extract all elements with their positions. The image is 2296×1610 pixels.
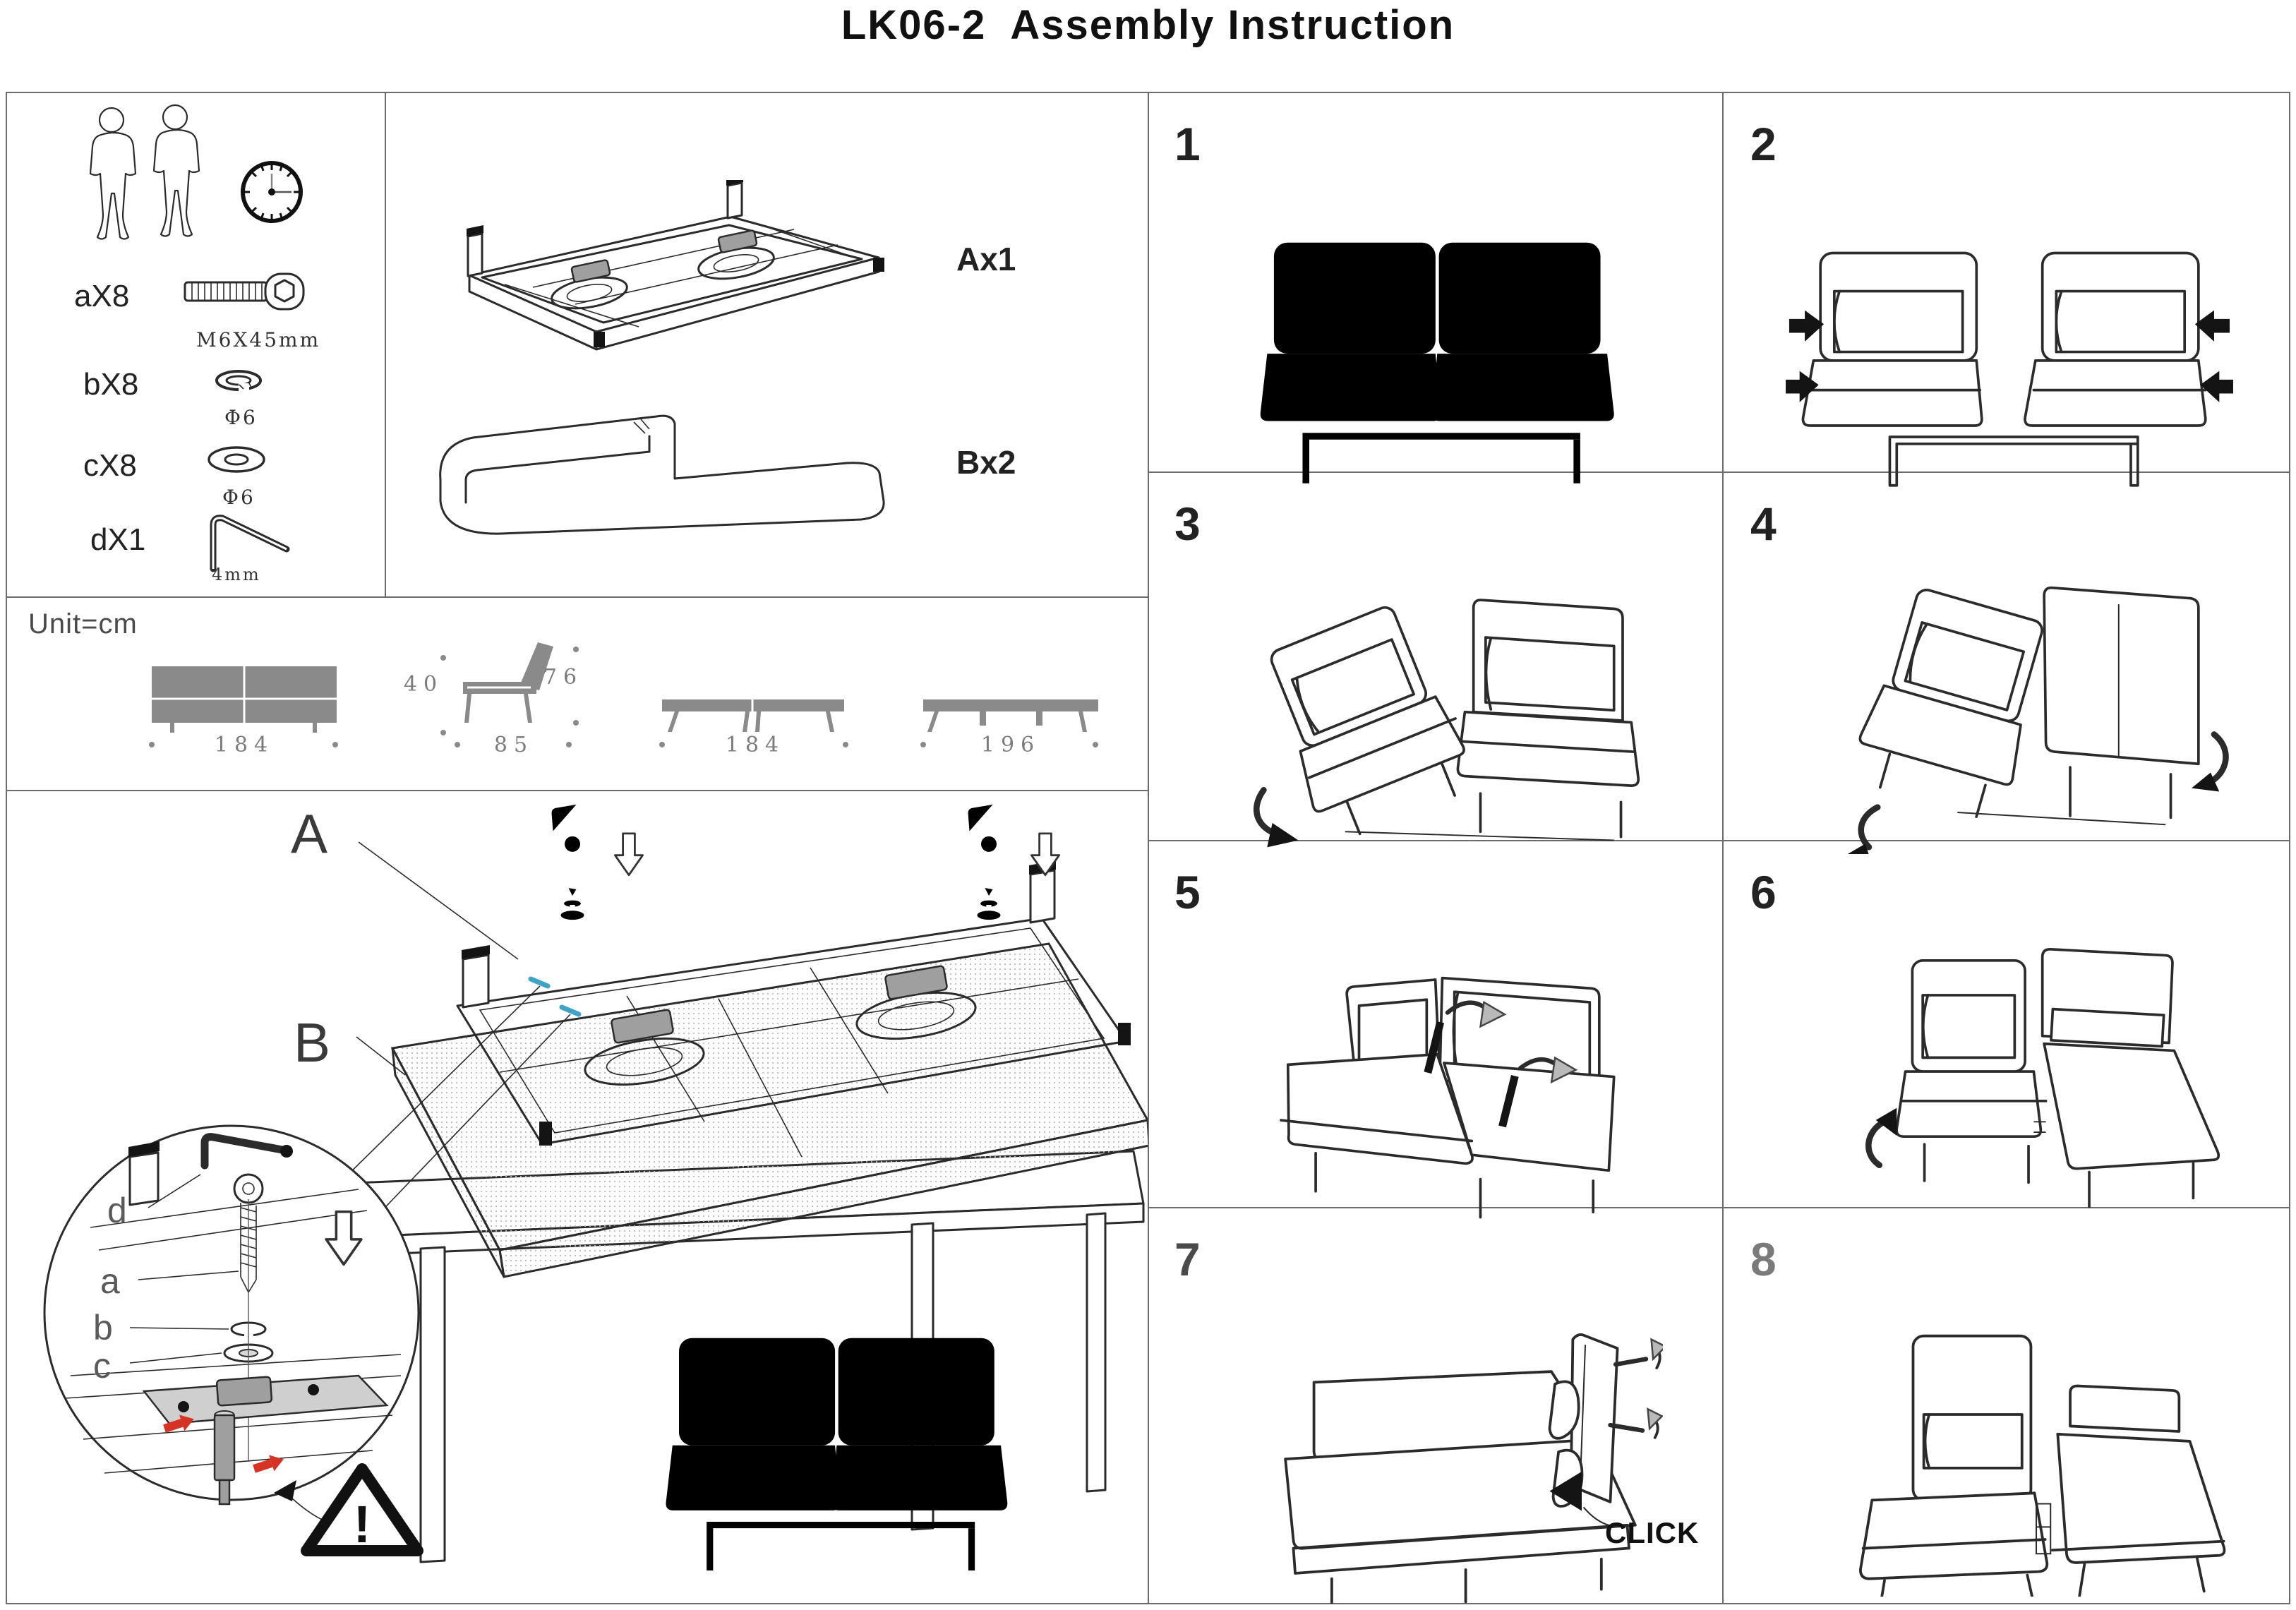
frame-illustration xyxy=(467,180,884,351)
part-d-label: dX1 xyxy=(90,522,146,557)
part-b-spec: Φ6 xyxy=(224,406,258,429)
step-4-cell: 4 xyxy=(1724,473,2290,854)
step-8-cell: 8 xyxy=(1724,1208,2290,1603)
step-4-illustration xyxy=(1847,586,2229,854)
step-7-number: 7 xyxy=(1174,1233,1201,1285)
divider-step-row3 xyxy=(1148,1207,2290,1208)
step-6-number: 6 xyxy=(1750,866,1777,918)
dim-bed-width: 184 xyxy=(725,733,786,757)
flat-washer-icon xyxy=(208,446,265,473)
cushion-illustration xyxy=(439,414,885,535)
two-people-icon xyxy=(89,104,200,240)
spring-washer-icon xyxy=(215,370,262,392)
border-right xyxy=(2289,92,2290,1604)
frame-qty-label: Ax1 xyxy=(956,241,1016,277)
detail-c-label: c xyxy=(93,1346,111,1386)
divider-left-right xyxy=(1148,92,1149,1604)
step-4-number: 4 xyxy=(1750,498,1777,550)
finished-sofa-illustration xyxy=(666,1338,1008,1571)
part-b-label: bX8 xyxy=(83,367,139,402)
dim-seat-depth: 85 xyxy=(493,733,534,757)
detail-a-label: a xyxy=(100,1261,120,1301)
step-2-illustration xyxy=(1786,251,2233,487)
part-c-label: cX8 xyxy=(83,448,137,483)
frame-ref-label: A xyxy=(291,803,328,865)
step-1-illustration xyxy=(1260,242,1614,483)
dimension-bed-front xyxy=(662,699,844,732)
step-3-number: 3 xyxy=(1174,498,1201,550)
step-3-cell: 3 xyxy=(1148,473,1722,848)
step-5-number: 5 xyxy=(1174,866,1201,918)
detail-d-label: d xyxy=(107,1191,127,1230)
clock-icon xyxy=(241,161,303,223)
step-3-illustration xyxy=(1254,599,1640,848)
step-1-cell: 1 xyxy=(1148,93,1722,483)
warning-exclamation: ! xyxy=(354,1495,371,1554)
step-1-number: 1 xyxy=(1174,118,1201,170)
step-7-cell: 7 CLICK xyxy=(1148,1208,1722,1604)
bolt-icon xyxy=(184,272,305,311)
step-2-number: 2 xyxy=(1750,118,1777,170)
divider-parts-inner xyxy=(385,92,386,598)
dim-sofa-width: 184 xyxy=(214,733,275,757)
allen-key-icon xyxy=(210,515,290,572)
cushion-qty-label: Bx2 xyxy=(956,444,1016,481)
step-8-illustration xyxy=(1858,1334,2226,1597)
part-d-spec: 4mm xyxy=(212,565,261,584)
step-8-number: 8 xyxy=(1750,1233,1777,1285)
step-6-illustration xyxy=(1865,947,2220,1208)
divider-step-row2 xyxy=(1148,840,2290,841)
part-c-spec: Φ6 xyxy=(222,486,256,509)
border-left xyxy=(6,92,7,1604)
click-label: CLICK xyxy=(1605,1516,1700,1549)
step-5-cell: 5 xyxy=(1148,841,1722,1219)
part-a-spec: M6X45mm xyxy=(196,328,321,352)
cushion-ref-label: B xyxy=(294,1011,331,1074)
assembly-diagram: ! xyxy=(43,804,1148,1571)
dimension-chair-side xyxy=(463,642,553,723)
divider-step-columns xyxy=(1722,92,1724,1604)
dimension-bed-extended xyxy=(923,699,1098,732)
step-6-cell: 6 xyxy=(1724,841,2290,1208)
divider-parts-unit xyxy=(6,596,1149,598)
part-a-label: aX8 xyxy=(74,279,130,313)
dim-bed-length: 196 xyxy=(980,733,1041,757)
divider-unit-assembly xyxy=(6,790,1149,791)
step-5-illustration xyxy=(1280,976,1616,1219)
step-7-illustration xyxy=(1284,1333,1663,1604)
dim-back-height: 76 xyxy=(543,665,584,690)
unit-label: Unit=cm xyxy=(28,608,138,639)
step-2-cell: 2 xyxy=(1724,93,2290,487)
dim-seat-height: 40 xyxy=(403,672,444,697)
detail-b-label: b xyxy=(93,1308,113,1347)
divider-step-row1 xyxy=(1148,471,2290,473)
dimension-sofa-front xyxy=(152,666,337,733)
page-title: LK06-2 Assembly Instruction xyxy=(841,2,1455,48)
